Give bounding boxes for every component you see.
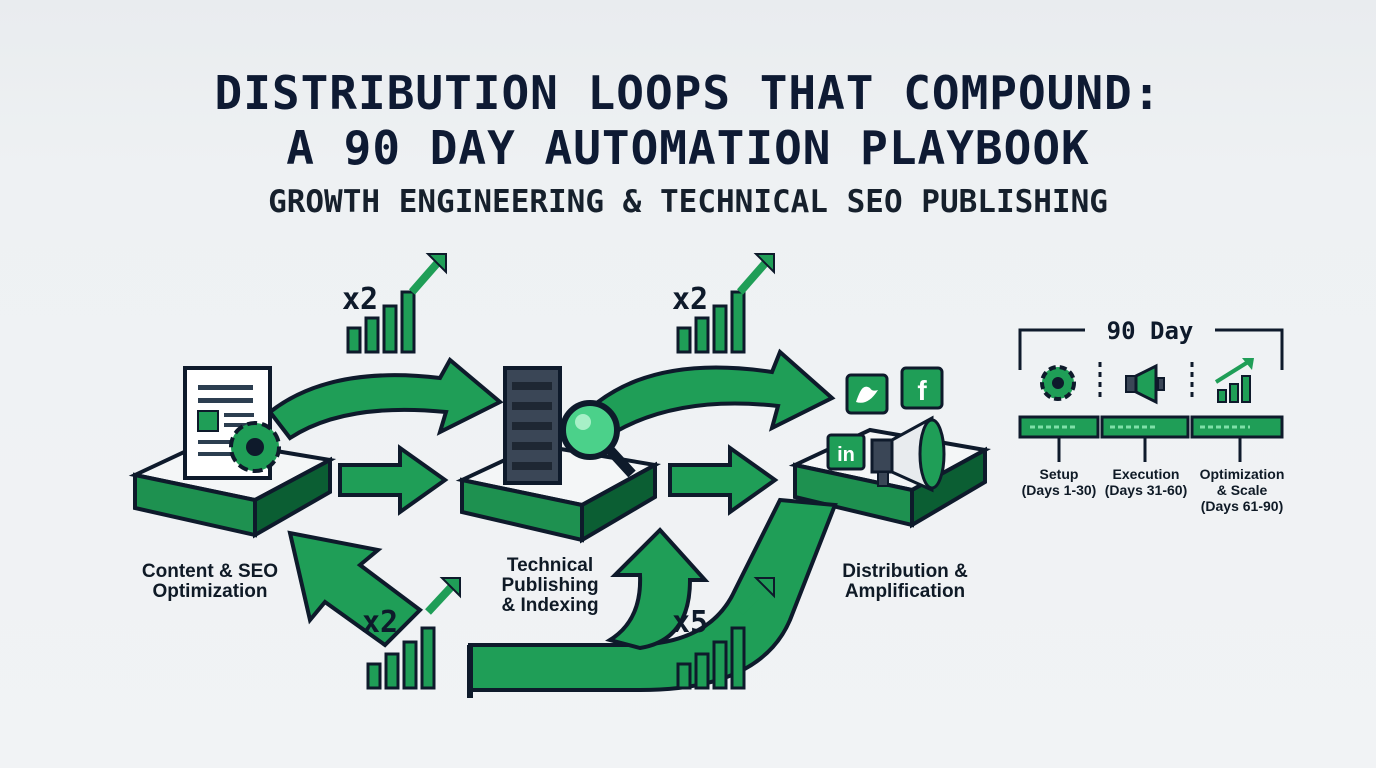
twitter-icon [845,373,889,415]
svg-text:f: f [917,375,927,406]
title-line-1: DISTRIBUTION LOOPS THAT COMPOUND: [214,66,1162,120]
timeline-megaphone-icon [1125,363,1165,405]
arrow-straight-2 [668,444,779,516]
timeline-title: 90 Day [1106,317,1194,345]
growth-bars-bottom-left [366,577,461,690]
timeline-phase-optimization: Optimization & Scale (Days 61-90) [1199,466,1285,514]
document-gear-icon [183,366,281,480]
timeline-phase-setup: Setup (Days 1-30) [1021,466,1097,498]
server-magnifier-icon [503,366,636,485]
linkedin-icon: in [826,433,866,471]
multiplier-bottom-right: x5 [672,605,709,640]
timeline-gear-icon [1040,365,1076,401]
growth-bars-top-left [346,253,447,354]
arrow-straight-1 [338,444,449,516]
arrow-content-to-publishing [267,356,504,441]
facebook-icon: f [900,366,944,410]
timeline-bracket [1018,328,1284,462]
title-line-2: A 90 DAY AUTOMATION PLAYBOOK [286,121,1090,175]
timeline-growth-chart-icon [1214,358,1254,403]
multiplier-bottom-left: x2 [362,605,399,640]
growth-bars-bottom-right [676,577,775,690]
stage-label-publishing: Technical Publishing & Indexing [501,555,599,616]
multiplier-top-left: x2 [342,282,379,317]
subtitle: GROWTH ENGINEERING & TECHNICAL SEO PUBLI… [268,184,1108,220]
stage-label-content: Content & SEO Optimization [141,561,279,602]
stage-label-distribution: Distribution & Amplification [842,561,968,602]
growth-bars-top-right [676,253,775,354]
timeline-phase-execution: Execution (Days 31-60) [1104,466,1188,498]
svg-text:in: in [837,444,855,466]
arrow-publishing-to-distribution [595,348,836,435]
megaphone-icon [870,415,946,493]
multiplier-top-right: x2 [672,282,709,317]
